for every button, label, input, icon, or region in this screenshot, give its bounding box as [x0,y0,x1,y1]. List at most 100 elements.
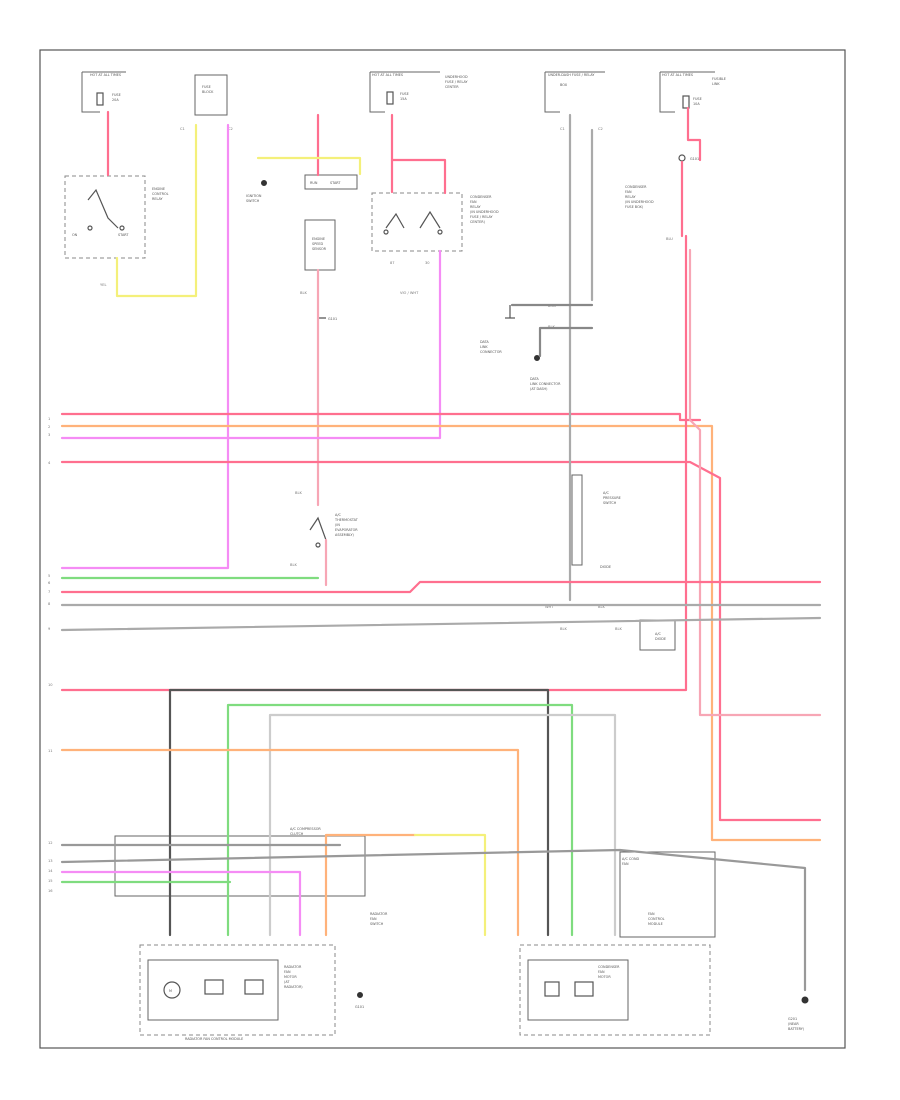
relay-left: ENGINE CONTROL RELAY ON START YEL [64,175,169,287]
fuse-block-middle: HOT AT ALL TIMES FUSE 15A UNDERHOOD FUSE… [369,71,469,113]
svg-text:M: M [169,989,172,993]
svg-text:CONTROL: CONTROL [648,917,665,921]
svg-text:FAN: FAN [470,200,477,204]
svg-text:RADIATOR FAN CONTROL MODULE: RADIATOR FAN CONTROL MODULE [185,1037,243,1041]
svg-text:A/C: A/C [655,632,661,636]
svg-text:RADIATOR: RADIATOR [370,912,388,916]
svg-text:G101: G101 [328,317,337,321]
bottom-connector-box: A/C COMPRESSOR CLUTCH A/C COND FAN RADIA… [114,827,716,938]
svg-text:10A: 10A [693,102,700,106]
svg-text:RELAY: RELAY [470,205,482,209]
svg-text:(IN UNDERHOOD: (IN UNDERHOOD [625,200,654,204]
svg-text:CONDENSER: CONDENSER [598,965,620,969]
pressure-switch: A/C PRESSURE SWITCH DIODE A/C DIODE WHT … [545,474,676,651]
svg-text:(NEAR: (NEAR [788,1022,799,1026]
svg-text:VIO / WHT: VIO / WHT [400,291,419,295]
ignition-switch: IGNITION SWITCH RUN START ENGINE SPEED S… [246,174,358,321]
svg-text:FUSE: FUSE [202,85,211,89]
svg-text:THERMOSTAT: THERMOSTAT [334,518,359,522]
svg-text:BLK: BLK [295,491,302,495]
svg-text:6: 6 [48,581,51,585]
thermo-switch: A/C THERMOSTAT (IN EVAPORATOR ASSEMBLY) … [290,491,359,567]
svg-text:(AT: (AT [284,980,290,984]
svg-text:9: 9 [48,627,51,631]
svg-text:IGNITION: IGNITION [246,194,262,198]
svg-text:BOX: BOX [560,83,568,87]
svg-text:G101: G101 [355,1005,364,1009]
svg-text:RADIATOR: RADIATOR [284,965,302,969]
svg-text:FAN: FAN [598,970,605,974]
svg-text:(AT DASH): (AT DASH) [530,387,548,391]
svg-text:LINK: LINK [480,345,488,349]
svg-text:DIODE: DIODE [655,637,666,641]
svg-text:10: 10 [48,683,53,687]
svg-text:RELAY: RELAY [625,195,637,199]
left-pin-labels: 1 2 3 4 5 6 7 8 9 10 11 12 13 14 15 16 [48,417,53,893]
svg-text:FUSE: FUSE [693,97,702,101]
svg-text:FUSE BOX): FUSE BOX) [625,205,644,209]
svg-text:HOT AT ALL TIMES: HOT AT ALL TIMES [662,73,693,77]
svg-text:MOTOR: MOTOR [598,975,611,979]
svg-text:FAN: FAN [622,862,629,866]
svg-text:1: 1 [48,417,50,421]
fuse-block-left: HOT AT ALL TIMES FUSE 20A FUSE BLOCK C1 … [81,71,233,131]
svg-text:BLU: BLU [666,237,673,241]
svg-text:CONTROL: CONTROL [152,192,169,196]
svg-text:START: START [118,233,129,237]
svg-text:ASSEMBLY): ASSEMBLY) [335,533,355,537]
diagram-frame [39,49,846,1049]
svg-text:A/C COMPRESSOR: A/C COMPRESSOR [290,827,321,831]
svg-text:C1: C1 [180,127,185,131]
svg-text:3: 3 [48,433,50,437]
svg-text:SWITCH: SWITCH [246,199,260,203]
svg-text:START: START [330,181,341,185]
svg-text:20A: 20A [112,98,119,102]
svg-text:ENGINE: ENGINE [312,237,325,241]
svg-text:FUSE: FUSE [400,92,409,96]
svg-text:11: 11 [48,749,53,753]
wires [60,106,822,992]
svg-text:HOT AT ALL TIMES: HOT AT ALL TIMES [372,73,403,77]
svg-text:MODULE: MODULE [648,922,663,926]
svg-text:LINK: LINK [712,82,720,86]
svg-text:CLUTCH: CLUTCH [290,832,304,836]
svg-text:13: 13 [48,859,53,863]
svg-text:A/C: A/C [603,491,609,495]
svg-text:SWITCH: SWITCH [370,922,384,926]
dual-relay-middle: CONDENSER FAN RELAY (IN UNDERHOOD FUSE /… [371,192,499,295]
svg-text:C1: C1 [560,127,565,131]
svg-text:BLK: BLK [598,605,605,609]
svg-text:BLK: BLK [560,627,567,631]
fuse-block-right: UNDER-DASH FUSE / RELAY BOX C1 C2 HOT AT… [544,71,726,241]
svg-text:SENSOR: SENSOR [312,247,327,251]
svg-text:RELAY: RELAY [152,197,164,201]
svg-text:FAN: FAN [284,970,291,974]
svg-text:BLK: BLK [615,627,622,631]
svg-text:FAN: FAN [370,917,377,921]
svg-text:14: 14 [48,869,53,873]
svg-text:FAN: FAN [648,912,655,916]
svg-text:MOTOR: MOTOR [284,975,297,979]
svg-text:CONDENSER: CONDENSER [470,195,492,199]
svg-text:16: 16 [48,889,53,893]
svg-text:DATA: DATA [480,340,489,344]
svg-text:15: 15 [48,879,53,883]
svg-text:4: 4 [48,461,51,465]
svg-text:WHT: WHT [545,605,554,609]
svg-text:DIODE: DIODE [600,565,611,569]
svg-text:87: 87 [390,261,395,265]
svg-text:BLK: BLK [290,563,297,567]
svg-text:CONNECTOR: CONNECTOR [480,350,502,354]
svg-text:ON: ON [72,233,78,237]
svg-text:(IN UNDERHOOD: (IN UNDERHOOD [470,210,499,214]
svg-text:FUSE: FUSE [112,93,121,97]
svg-text:A/C: A/C [335,513,341,517]
svg-text:CONDENSER: CONDENSER [625,185,647,189]
svg-text:BLOCK: BLOCK [202,90,214,94]
svg-text:30: 30 [425,261,430,265]
svg-text:5: 5 [48,574,50,578]
svg-text:UNDER-DASH FUSE / RELAY: UNDER-DASH FUSE / RELAY [548,73,595,77]
svg-text:G201: G201 [788,1017,797,1021]
svg-text:C2: C2 [598,127,603,131]
